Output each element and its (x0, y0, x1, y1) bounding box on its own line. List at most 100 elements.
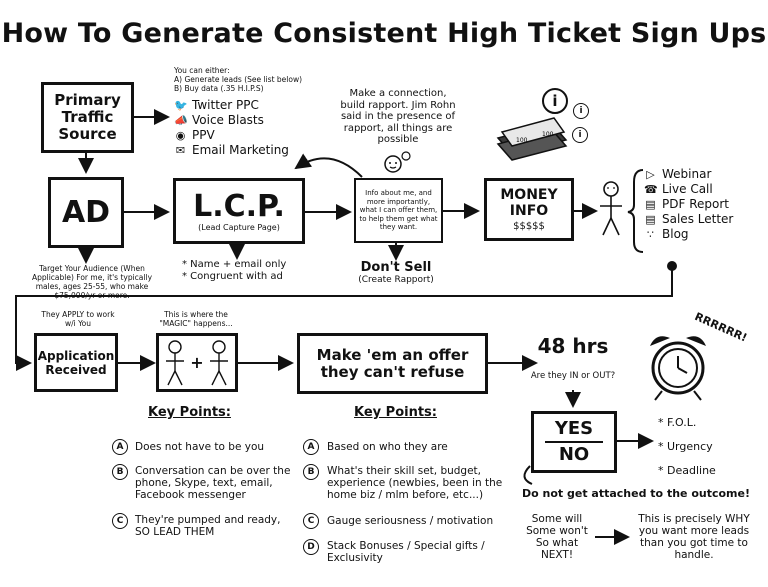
application-received-box: Application Received (34, 333, 118, 392)
traffic-item-email: ✉ Email Marketing (174, 143, 349, 158)
letter-icon: ▤ (645, 213, 656, 226)
traffic-item-ppv: ◉ PPV (174, 128, 349, 143)
content-item-label: Webinar (662, 167, 712, 181)
apply-note: They APPLY to work w/i You (41, 310, 115, 328)
content-type-list: ▷ Webinar ☎ Live Call ▤ PDF Report ▤ Sales L… (644, 167, 762, 242)
magic-note: This is where the "MAGIC" happens... (159, 310, 233, 328)
cash-pile-icon: 100 100 (496, 117, 568, 161)
some-will-note: Some will Some won't So what NEXT! (526, 513, 588, 561)
money-info-title: MONEY INFO (500, 187, 558, 219)
key-points-left-heading: Key Points: (148, 405, 231, 420)
traffic-item-label: PPV (192, 128, 215, 142)
info-about-me-text: Info about me, and more importantly, wha… (359, 189, 438, 232)
key-point-right-c: Gauge seriousness / motivation (327, 515, 494, 527)
yes-no-divider (545, 441, 603, 443)
traffic-item-label: Twitter PPC (192, 98, 259, 112)
key-point-left-c: They're pumped and ready, SO LEAD THEM (135, 514, 281, 538)
either-intro: You can either: (174, 66, 230, 75)
content-item-blog: ∵ Blog (644, 227, 762, 242)
key-point-right-d: Stack Bonuses / Special gifts / Exclusiv… (327, 540, 485, 564)
precisely-note: This is precisely WHY you want more lead… (638, 513, 750, 561)
closing-point: * F.O.L. (658, 416, 697, 429)
key-points-right-heading: Key Points: (354, 405, 437, 420)
content-item-label: Live Call (662, 182, 713, 196)
stick-figure-icon (209, 339, 228, 385)
info-icon-small: i (572, 127, 588, 143)
48-hours: 48 hrs Are they IN or OUT? (520, 335, 626, 381)
closing-point: * Deadline (658, 464, 716, 477)
twitter-icon: 🐦 (174, 99, 188, 112)
content-item-live-call: ☎ Live Call (644, 182, 762, 197)
stick-figure-icon (600, 181, 622, 236)
cash-label: 100 (542, 131, 554, 138)
rapport-quote: Make a connection, build rapport. Jim Ro… (340, 88, 456, 145)
key-point-left-b: Conversation can be over the phone, Skyp… (135, 465, 291, 501)
rss-icon: ∵ (647, 228, 654, 241)
traffic-source-list: 🐦 Twitter PPC 📣 Voice Blasts ◉ PPV ✉ Email M… (174, 98, 349, 158)
lcp-notes: * Name + email only * Congruent with ad (182, 259, 322, 283)
phone-icon: ☎ (644, 183, 658, 196)
key-point-right-a: Based on who they are (327, 441, 448, 453)
lcp-label: L.C.P. (193, 188, 285, 224)
dont-sell-title: Don't Sell (360, 260, 432, 275)
alarm-clock-icon (650, 336, 706, 401)
application-received-label: Application Received (37, 348, 115, 377)
pdf-icon: ▤ (645, 198, 656, 211)
key-point-letter: D (303, 539, 319, 555)
key-point-left-a: Does not have to be you (135, 441, 265, 453)
info-icon-large: i (542, 88, 568, 114)
attached-warning: Do not get attached to the outcome! (522, 487, 750, 500)
offer-label: Make 'em an offer they can't refuse (316, 345, 469, 381)
lcp-box: L.C.P. (Lead Capture Page) (173, 178, 305, 244)
cash-label: 100 (516, 137, 528, 144)
key-point-letter: C (303, 513, 319, 529)
closing-points: * F.O.L. * Urgency * Deadline (658, 411, 758, 483)
yes-label: YES (554, 418, 594, 439)
ad-label: AD (61, 195, 111, 230)
content-item-label: Blog (662, 227, 689, 241)
stick-figure-icon (166, 339, 185, 385)
lcp-sub: (Lead Capture Page) (198, 222, 280, 232)
in-or-out-question: Are they IN or OUT? (530, 371, 616, 381)
key-point-letter: C (112, 513, 128, 529)
info-icon-medium: i (573, 103, 589, 119)
either-option-b: B) Buy data (.35 H.I.P.S) (174, 84, 264, 93)
info-about-me-box: Info about me, and more importantly, wha… (354, 178, 443, 243)
dont-sell-sub: (Create Rapport) (358, 275, 434, 285)
plus-sign: + (190, 353, 204, 372)
target-icon: ◉ (175, 129, 186, 142)
megaphone-icon: 📣 (174, 114, 188, 127)
ad-box: AD (48, 177, 124, 248)
content-item-label: Sales Letter (662, 212, 734, 226)
traffic-item-twitter: 🐦 Twitter PPC (174, 98, 349, 113)
money-info-sub: $$$$$ (513, 221, 545, 232)
key-point-right-b: What's their skill set, budget, experien… (327, 465, 503, 501)
content-item-webinar: ▷ Webinar (644, 167, 762, 182)
page-title: How To Generate Consistent High Ticket S… (1, 18, 767, 49)
key-point-letter: B (303, 464, 319, 480)
primary-traffic-source-box: Primary Traffic Source (41, 82, 134, 153)
48-hours-title: 48 hrs (537, 334, 609, 358)
primary-traffic-source-label: Primary Traffic Source (54, 91, 121, 143)
traffic-item-label: Voice Blasts (192, 113, 264, 127)
email-icon: ✉ (175, 144, 186, 157)
thinking-person-icon (384, 151, 411, 173)
key-point-letter: A (303, 439, 319, 455)
offer-box: Make 'em an offer they can't refuse (297, 333, 488, 394)
ad-target-note: Target Your Audience (When Applicable) F… (31, 264, 153, 300)
yes-no-box: YES NO (531, 411, 617, 473)
closing-point: * Urgency (658, 440, 713, 453)
lcp-note: * Name + email only (182, 259, 287, 270)
content-item-label: PDF Report (662, 197, 729, 211)
content-item-pdf: ▤ PDF Report (644, 197, 762, 212)
traffic-item-label: Email Marketing (192, 143, 289, 157)
key-point-letter: B (112, 464, 128, 480)
either-option-a: A) Generate leads (See list below) (174, 75, 303, 84)
magic-box: + (156, 333, 238, 392)
no-label: NO (558, 444, 590, 465)
lcp-note: * Congruent with ad (182, 271, 283, 282)
video-icon: ▷ (646, 168, 655, 181)
dont-sell: Don't Sell (Create Rapport) (348, 260, 444, 285)
content-item-sales-letter: ▤ Sales Letter (644, 212, 762, 227)
